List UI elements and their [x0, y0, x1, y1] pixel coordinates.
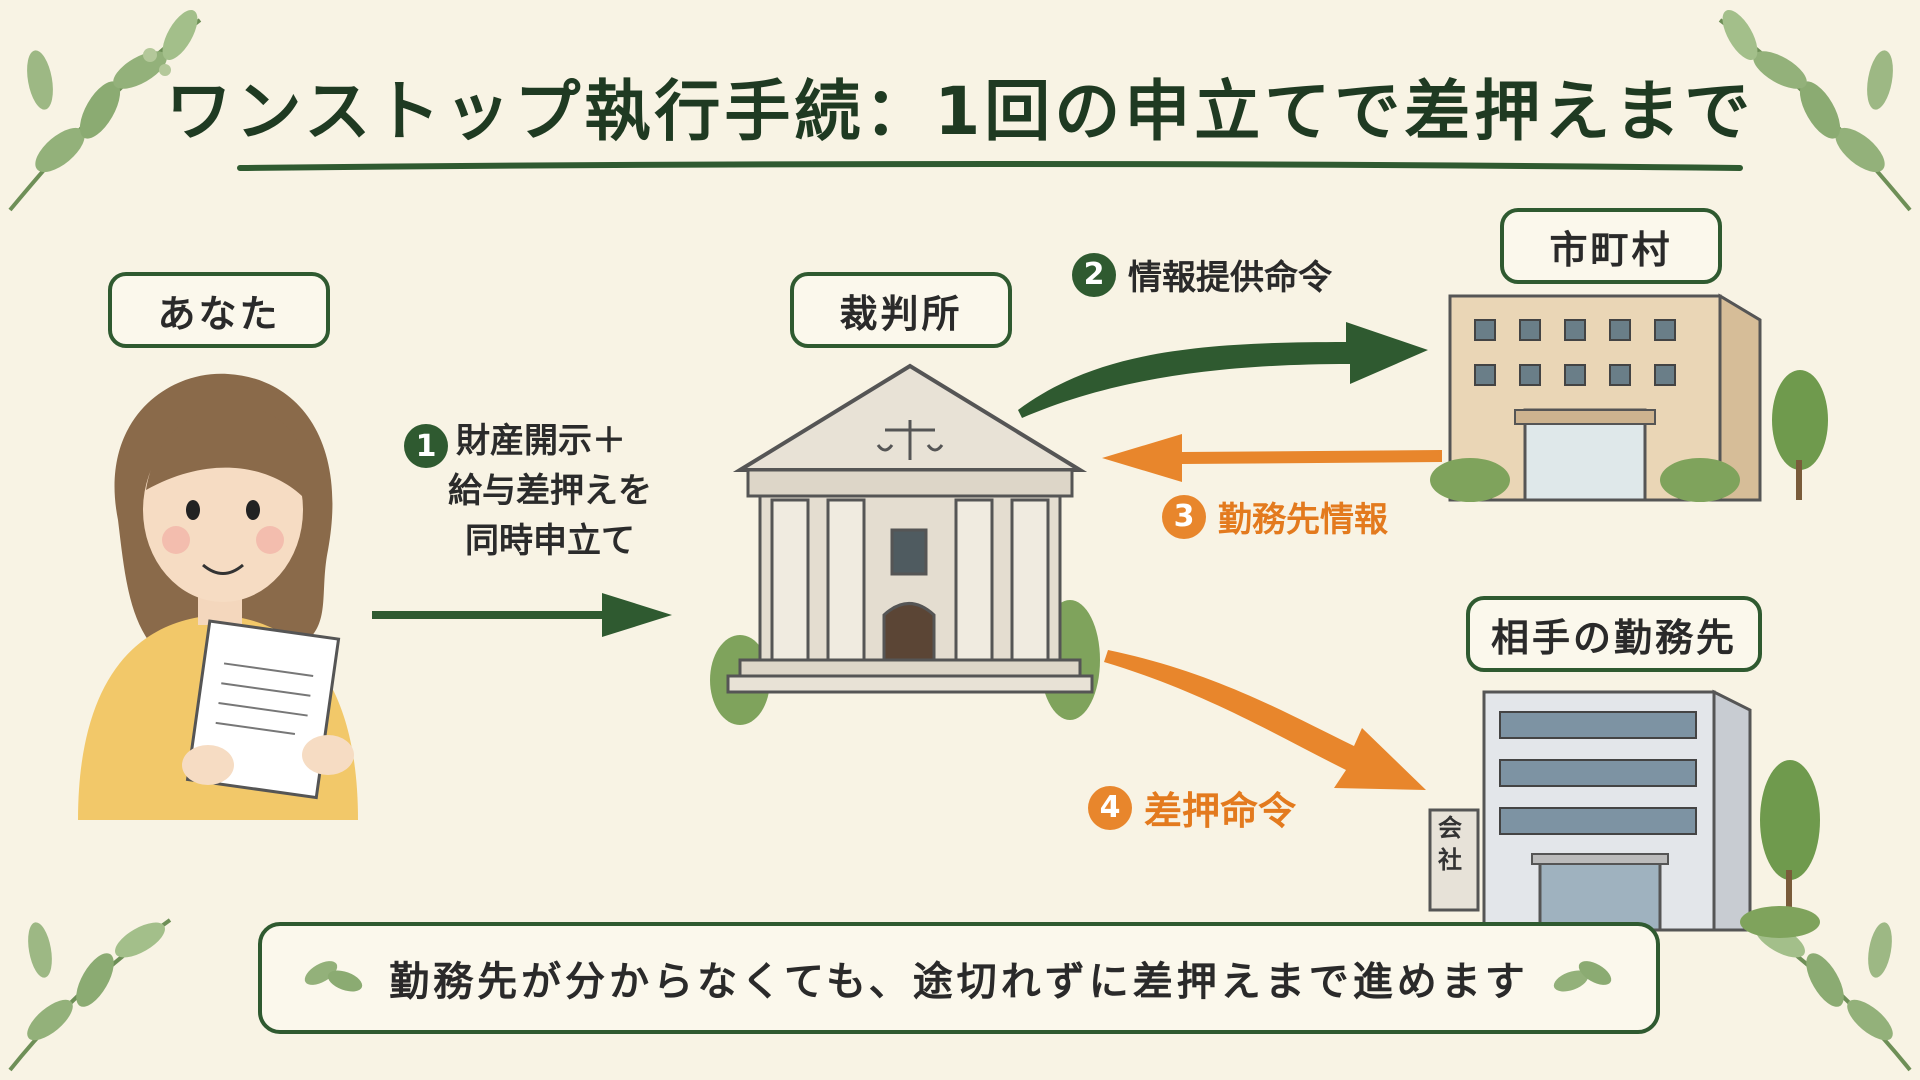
step-2-number: 2 [1072, 252, 1116, 297]
employer-label: 相手の勤務先 [1466, 596, 1762, 672]
title-underline [237, 161, 1743, 171]
step-1: 1 財産開示＋ 給与差押えを 同時申立て [400, 418, 700, 568]
leaf-icon-right [1553, 961, 1612, 992]
leaf-decoration-top-right [1718, 10, 1912, 212]
arrow-step-1 [372, 593, 672, 637]
step-4-label: 差押命令 [1144, 789, 1297, 833]
leaf-decoration-bottom-right [1748, 918, 1912, 1072]
arrow-step-4 [1104, 650, 1426, 790]
person-illustration [78, 373, 358, 820]
step-3: 3 勤務先情報 [1162, 492, 1388, 541]
step-1-line-1: 財産開示＋ [456, 421, 626, 461]
leaf-icon-left [304, 961, 363, 992]
step-2-label: 情報提供命令 [1128, 258, 1332, 298]
step-4-number: 4 [1088, 785, 1132, 830]
scales-icon [876, 420, 944, 460]
page-title: ワンストップ執行手続：1回の申立てで差押えまで [165, 73, 1755, 150]
court-building-illustration [710, 363, 1100, 725]
company-sign: 会社 [1438, 814, 1462, 874]
footer-message: 勤務先が分からなくても、途切れずに差押えまで進めます [389, 959, 1529, 1005]
arrow-step-3 [1102, 434, 1442, 482]
step-3-number: 3 [1162, 494, 1206, 539]
leaf-decoration-bottom-left [8, 918, 172, 1072]
arrow-step-2 [1018, 322, 1428, 418]
step-2: 2 情報提供命令 [1072, 250, 1332, 299]
employer-building-illustration [1428, 689, 1820, 938]
court-label: 裁判所 [790, 272, 1012, 348]
leaf-decoration-top-left [8, 10, 202, 212]
footer-message-box: 勤務先が分からなくても、途切れずに差押えまで進めます [258, 922, 1660, 1034]
municipality-building-illustration [1430, 293, 1828, 502]
step-4: 4 差押命令 [1088, 780, 1296, 835]
step-3-label: 勤務先情報 [1218, 500, 1388, 540]
step-1-number: 1 [404, 424, 448, 468]
step-1-line-2: 給与差押えを [448, 471, 652, 511]
you-label: あなた [108, 272, 330, 348]
municipality-label: 市町村 [1500, 208, 1722, 284]
step-1-line-3: 同時申立て [465, 521, 635, 561]
